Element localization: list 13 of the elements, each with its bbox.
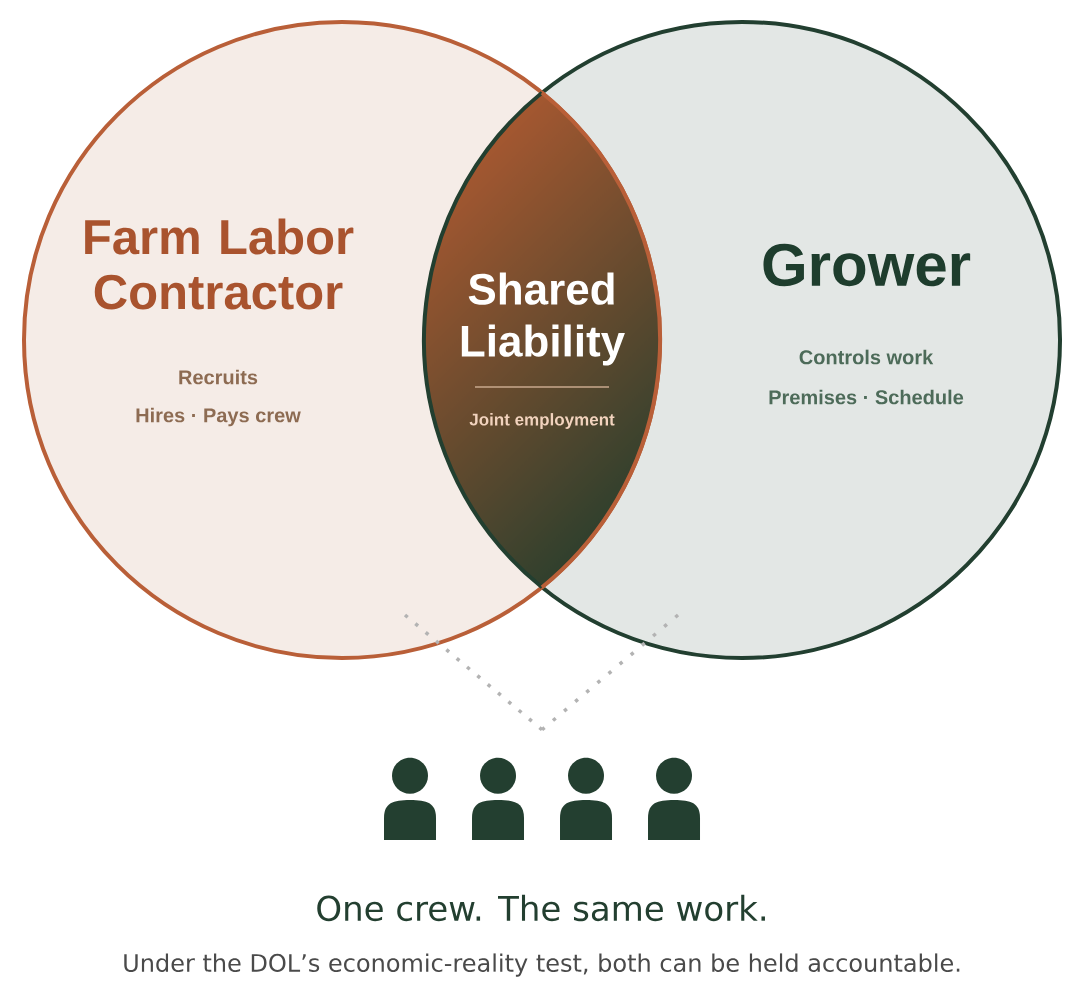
circle-title: Grower bbox=[763, 243, 971, 287]
dotted-line bbox=[403, 613, 544, 732]
circle-text: Recruits bbox=[179, 369, 258, 385]
circle-text: Hires · Pays crew bbox=[136, 407, 301, 427]
caption: One crew. The same work. bbox=[317, 894, 765, 922]
circle-text: Controls work bbox=[799, 349, 934, 365]
dotted-line bbox=[540, 613, 680, 732]
lens-text: Joint employment bbox=[469, 413, 615, 429]
circle-title: Farm Labor Contractor bbox=[85, 218, 354, 310]
lens-title: Shared Liability bbox=[461, 272, 625, 366]
note-text: Under the DOL’s economic-reality test, both can be held accountable. bbox=[124, 953, 960, 977]
circle-text: Premises · Schedule bbox=[769, 389, 964, 405]
people-icon bbox=[384, 757, 700, 840]
